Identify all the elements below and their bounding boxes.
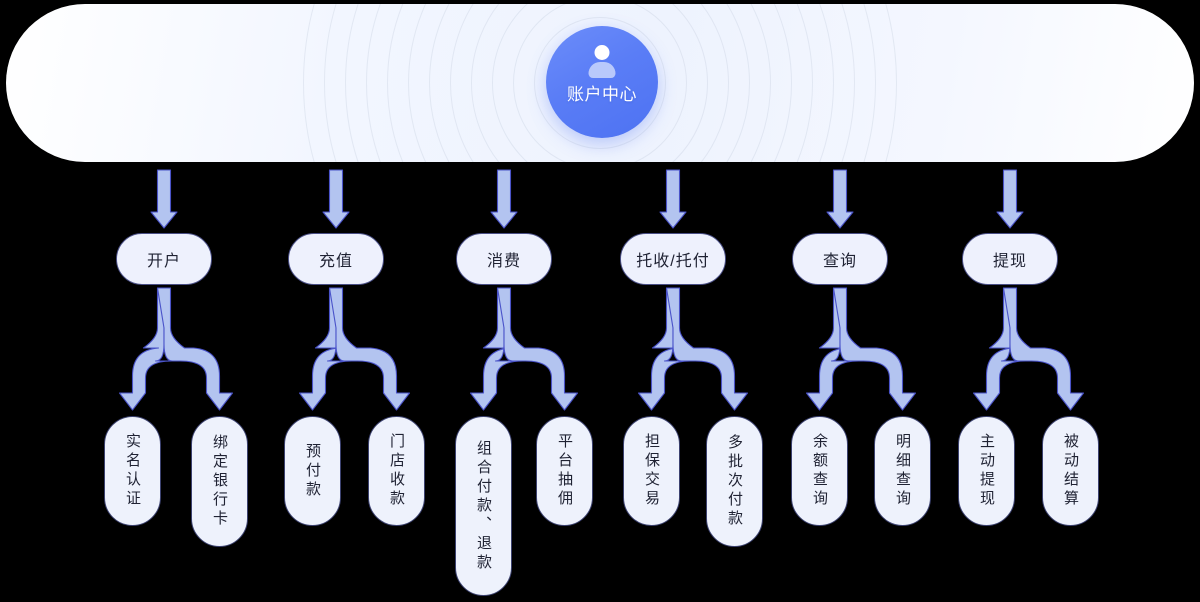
fork-arrow bbox=[328, 287, 411, 411]
fork-arrow bbox=[665, 287, 749, 411]
root-node-account-center[interactable]: 账户中心 bbox=[546, 26, 658, 138]
leaf-node-label: 被动结算 bbox=[1062, 433, 1079, 509]
root-to-branch-arrow bbox=[150, 169, 178, 229]
fork-arrow bbox=[972, 287, 1027, 411]
leaf-node-4-2[interactable]: 多批次付款 bbox=[706, 416, 763, 547]
branch-node-label: 托收/托付 bbox=[636, 253, 710, 270]
branch-node-label: 充值 bbox=[318, 253, 353, 270]
fork-arrow bbox=[805, 287, 860, 411]
user-avatar-icon bbox=[585, 45, 619, 78]
fork-arrow bbox=[637, 287, 692, 411]
branch-node-3[interactable]: 消费 bbox=[456, 233, 552, 285]
fork-arrow bbox=[832, 287, 917, 411]
leaf-node-label: 主动提现 bbox=[978, 433, 995, 509]
leaf-node-6-1[interactable]: 主动提现 bbox=[958, 416, 1015, 526]
branch-node-label: 开户 bbox=[146, 253, 181, 270]
fork-arrow bbox=[496, 287, 579, 411]
leaf-node-6-2[interactable]: 被动结算 bbox=[1042, 416, 1099, 526]
fork-arrow bbox=[298, 287, 353, 411]
branch-node-4[interactable]: 托收/托付 bbox=[620, 233, 726, 285]
branch-node-label: 消费 bbox=[486, 253, 521, 270]
leaf-node-2-1[interactable]: 预付款 bbox=[284, 416, 341, 526]
leaf-node-label: 实名认证 bbox=[124, 433, 141, 509]
leaf-node-1-1[interactable]: 实名认证 bbox=[104, 416, 161, 526]
branch-node-6[interactable]: 提现 bbox=[962, 233, 1058, 285]
leaf-node-5-1[interactable]: 余额查询 bbox=[791, 416, 848, 526]
leaf-node-label: 绑定银行卡 bbox=[211, 434, 228, 529]
fork-arrow bbox=[1002, 287, 1085, 411]
leaf-node-label: 预付款 bbox=[304, 442, 321, 500]
root-to-branch-arrow bbox=[322, 169, 350, 229]
leaf-node-label: 明细查询 bbox=[894, 433, 911, 509]
leaf-node-3-2[interactable]: 平台抽佣 bbox=[536, 416, 593, 526]
leaf-node-5-2[interactable]: 明细查询 bbox=[874, 416, 931, 526]
root-node-label: 账户中心 bbox=[567, 85, 637, 104]
leaf-node-4-1[interactable]: 担保交易 bbox=[623, 416, 680, 526]
fork-arrow bbox=[118, 287, 173, 411]
leaf-node-label: 余额查询 bbox=[811, 433, 828, 509]
fork-arrow bbox=[469, 287, 524, 411]
branch-node-label: 查询 bbox=[822, 253, 857, 270]
leaf-node-label: 平台抽佣 bbox=[556, 433, 573, 509]
leaf-node-label: 门店收款 bbox=[388, 433, 405, 509]
root-to-branch-arrow bbox=[826, 169, 854, 229]
root-to-branch-arrow bbox=[996, 169, 1024, 229]
branch-node-1[interactable]: 开户 bbox=[116, 233, 212, 285]
root-to-branch-arrow bbox=[490, 169, 518, 229]
leaf-node-label: 多批次付款 bbox=[726, 434, 743, 529]
fork-arrow bbox=[156, 287, 234, 411]
branch-node-2[interactable]: 充值 bbox=[288, 233, 384, 285]
branch-node-5[interactable]: 查询 bbox=[792, 233, 888, 285]
leaf-node-3-1[interactable]: 组合付款、退款 bbox=[455, 416, 512, 596]
branch-node-label: 提现 bbox=[992, 253, 1027, 270]
leaf-node-label: 组合付款、退款 bbox=[475, 439, 492, 573]
leaf-node-label: 担保交易 bbox=[643, 433, 660, 509]
root-to-branch-arrow bbox=[659, 169, 687, 229]
leaf-node-1-2[interactable]: 绑定银行卡 bbox=[191, 416, 248, 547]
leaf-node-2-2[interactable]: 门店收款 bbox=[368, 416, 425, 526]
